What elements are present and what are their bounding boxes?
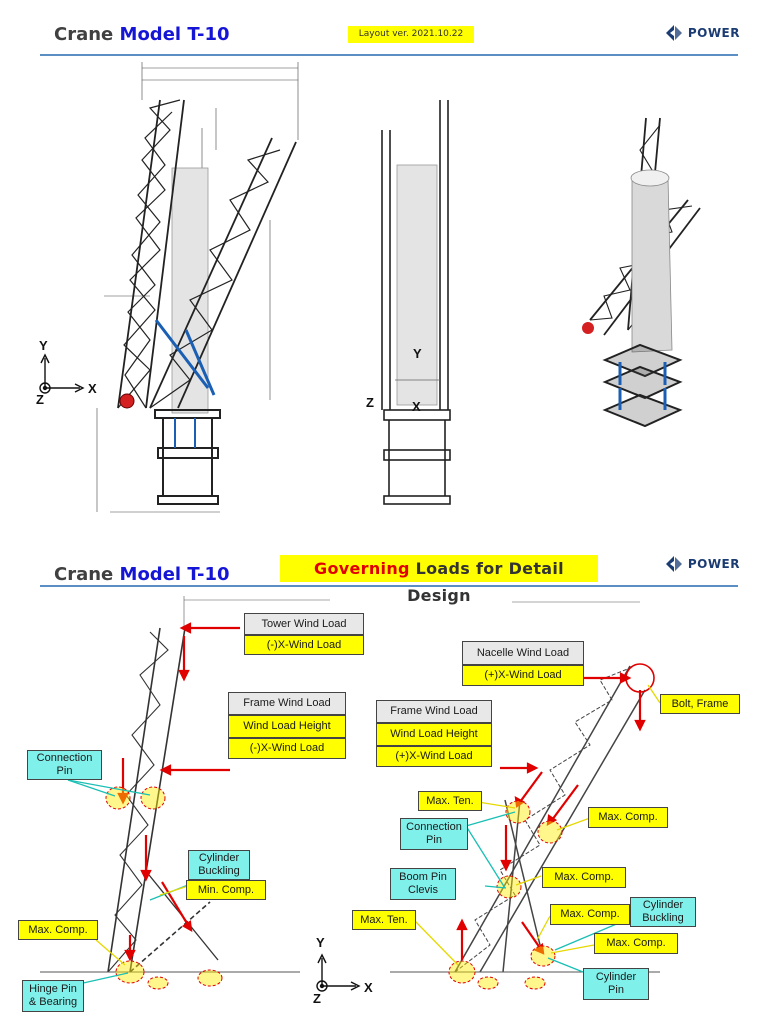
crane-side-view-drawing (39, 62, 701, 513)
callout-wind-load-height-right: Wind Load Height (376, 723, 492, 746)
callout-frame-x-wind-right: (+)X-Wind Load (376, 746, 492, 767)
slide1-title: Crane Model T-10 (54, 24, 230, 45)
axis-z-label: Z (36, 392, 44, 407)
callout-max-ten-lower: Max. Ten. (352, 910, 416, 930)
callout-frame-wind-load-right: Frame Wind Load (376, 700, 492, 723)
callout-wind-load-height: Wind Load Height (228, 715, 346, 738)
callout-nacelle-wind-load: Nacelle Wind Load (462, 641, 584, 665)
slide-layout: Crane Model T-10 Layout ver. 2021.10.22 … (36, 24, 740, 513)
slide2-title: Crane Model T-10 (54, 564, 230, 585)
axis-z-label: Z (313, 991, 321, 1006)
title-rule (40, 54, 738, 56)
callout-hinge-pin-bearing: Hinge Pin & Bearing (22, 980, 84, 1012)
callout-cylinder-pin: Cylinder Pin (583, 968, 649, 1000)
front-axis-z-label: Z (366, 395, 374, 410)
callout-connection-pin-right: Connection Pin (400, 818, 468, 850)
power-logo-icon (665, 556, 682, 572)
title-model: Model T-10 (119, 564, 230, 585)
callout-max-ten-upper: Max. Ten. (418, 791, 482, 811)
title-model: Model T-10 (119, 24, 230, 45)
callout-tower-x-wind: (-)X-Wind Load (244, 635, 364, 655)
axis-x-label: X (88, 381, 97, 396)
callout-boom-pin-clevis: Boom Pin Clevis (390, 868, 456, 900)
title-prefix: Crane (54, 564, 120, 585)
logo-text: POWER (687, 26, 740, 40)
callout-cylinder-buckling-right: Cylinder Buckling (630, 897, 696, 927)
axis-y-label: Y (316, 935, 325, 950)
power-logo-icon (665, 25, 682, 41)
logo-text: POWER (687, 557, 740, 571)
axis-x-label: X (364, 980, 373, 995)
title-prefix: Crane (54, 24, 120, 45)
callout-max-comp-upper: Max. Comp. (588, 807, 668, 828)
callout-frame-x-wind: (-)X-Wind Load (228, 738, 346, 759)
front-axis-x-label: X (412, 399, 421, 414)
callout-min-comp: Min. Comp. (186, 880, 266, 900)
callout-connection-pin: Connection Pin (27, 750, 102, 780)
slide-governing-loads: Crane Model T-10 Governing Loads for Det… (0, 540, 768, 1024)
title-rule (40, 585, 738, 587)
callout-max-comp-cylinder: Max. Comp. (550, 904, 630, 925)
callout-max-comp-clevis: Max. Comp. (542, 867, 626, 888)
axis-y-label: Y (39, 338, 48, 353)
heading-rest: Loads for Detail Design (407, 559, 564, 605)
callout-bolt-frame: Bolt, Frame (660, 694, 740, 714)
callout-max-comp: Max. Comp. (18, 920, 98, 940)
callout-max-comp-lower: Max. Comp. (594, 933, 678, 954)
callout-nacelle-x-wind: (+)X-Wind Load (462, 665, 584, 686)
heading-highlight: Governing (314, 559, 410, 578)
power-logo: POWER (664, 24, 740, 42)
governing-loads-heading: Governing Loads for Detail Design (280, 555, 598, 605)
load-diagram (40, 596, 661, 992)
callout-tower-wind-load: Tower Wind Load (244, 613, 364, 635)
front-axis-y-label: Y (413, 346, 422, 361)
power-logo: POWER (664, 555, 740, 573)
version-badge: Layout ver. 2021.10.22 (348, 26, 474, 43)
callout-cylinder-buckling: Cylinder Buckling (188, 850, 250, 880)
callout-frame-wind-load: Frame Wind Load (228, 692, 346, 715)
